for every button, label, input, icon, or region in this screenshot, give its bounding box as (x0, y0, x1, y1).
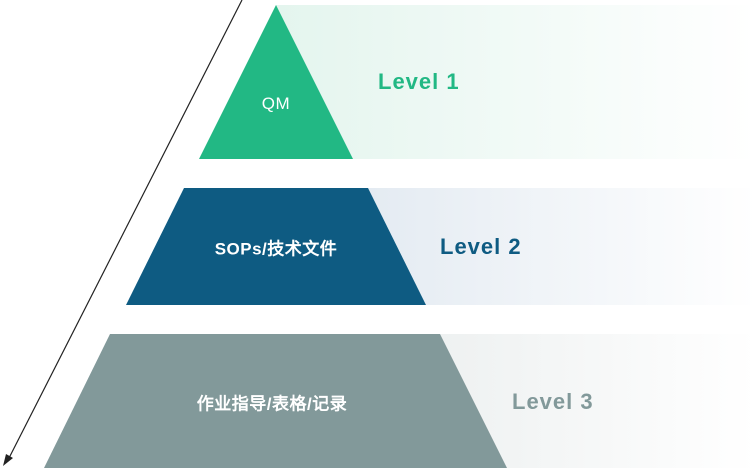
level-2-band (368, 188, 756, 305)
level-2-tier-label: SOPs/技术文件 (215, 235, 338, 260)
level-1-tier-label: QM (262, 94, 290, 114)
level-1-title: Level 1 (378, 69, 460, 95)
level-3-title: Level 3 (512, 389, 594, 415)
arrow-head-icon (3, 454, 13, 466)
level-2-title: Level 2 (440, 234, 522, 260)
level-1-band (276, 5, 756, 159)
level-3-tier-label: 作业指导/表格/记录 (197, 390, 347, 415)
